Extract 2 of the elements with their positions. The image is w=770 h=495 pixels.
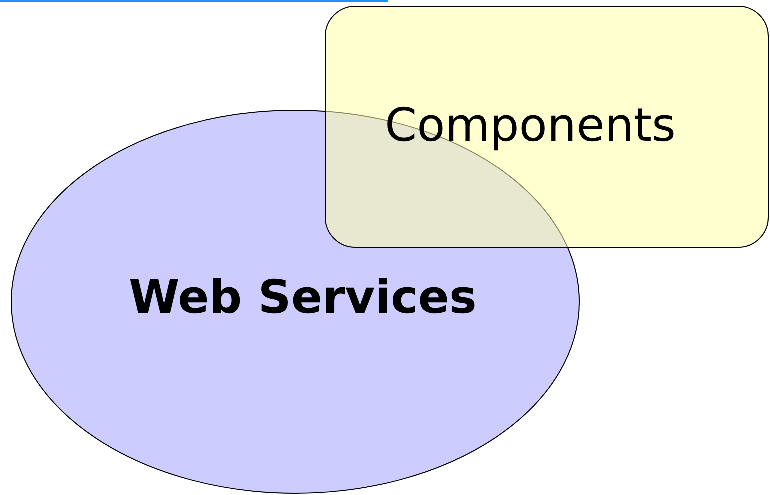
shape-label: Web Services [129,270,477,324]
shape-label: Components [385,98,676,152]
